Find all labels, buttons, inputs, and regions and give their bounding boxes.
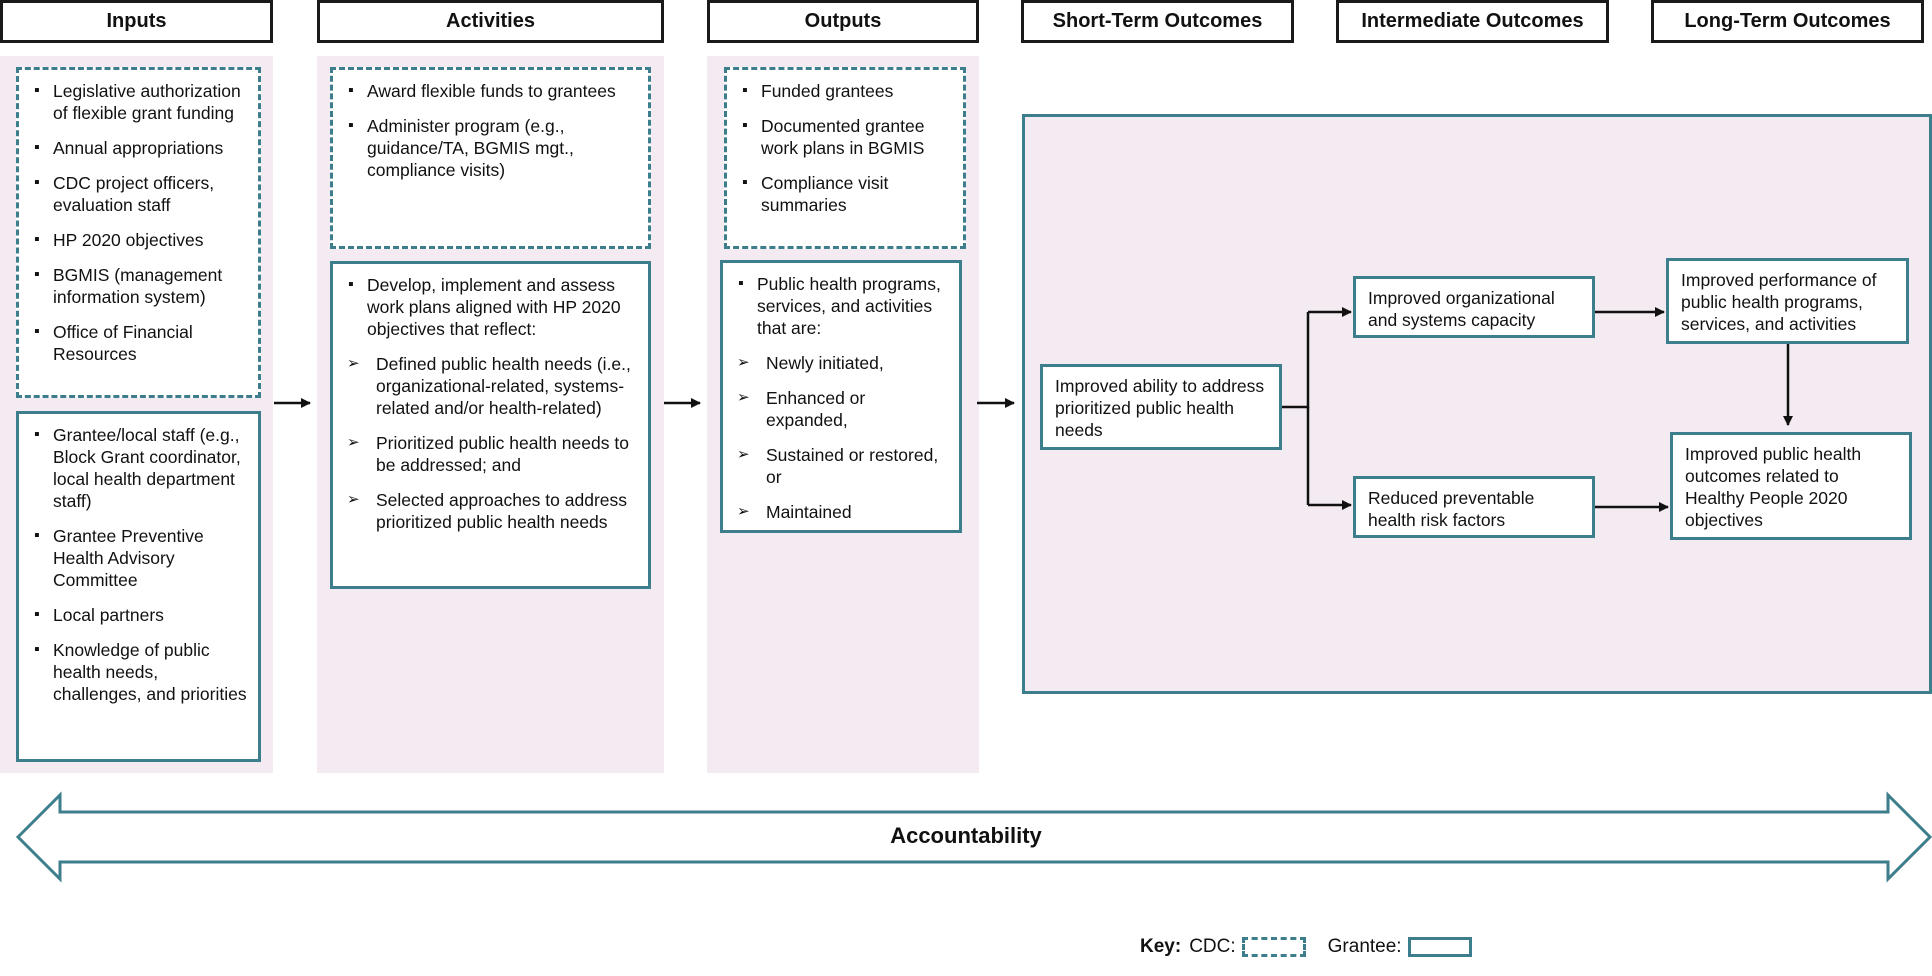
list-item: Award flexible funds to grantees — [333, 80, 638, 102]
list-item: Legislative authorization of flexible gr… — [19, 80, 248, 124]
list-item: Develop, implement and assess work plans… — [333, 274, 638, 340]
list-item: Defined public health needs (i.e., organ… — [333, 353, 638, 419]
list-item: Grantee Preventive Health Advisory Commi… — [19, 525, 248, 591]
header-long-term-outcomes: Long-Term Outcomes — [1651, 0, 1924, 43]
list-item: HP 2020 objectives — [19, 229, 248, 251]
list-item: Knowledge of public health needs, challe… — [19, 639, 248, 705]
list-item: Selected approaches to address prioritiz… — [333, 489, 638, 533]
list-item: Documented grantee work plans in BGMIS — [727, 115, 953, 159]
outputs-cdc-box: Funded grantees Documented grantee work … — [724, 67, 966, 249]
key-label: Key: — [1140, 936, 1182, 957]
list-item: Maintained — [723, 501, 949, 523]
header-outputs: Outputs — [707, 0, 979, 43]
key-grantee-swatch — [1407, 937, 1472, 957]
accountability-arrow — [15, 791, 1932, 883]
list-item: Enhanced or expanded, — [723, 387, 949, 431]
activities-grantee-box: Develop, implement and assess work plans… — [330, 261, 651, 589]
list-item: Administer program (e.g., guidance/TA, B… — [333, 115, 638, 181]
outputs-grantee-box: Public health programs, services, and ac… — [720, 260, 962, 533]
activities-cdc-box: Award flexible funds to grantees Adminis… — [330, 67, 651, 249]
key-grantee-label: Grantee: — [1327, 936, 1402, 957]
outcome-intermediate-capacity: Improved organizational and systems capa… — [1353, 276, 1595, 338]
list-item: Grantee/local staff (e.g., Block Grant c… — [19, 424, 248, 512]
outcome-long-term-performance: Improved performance of public health pr… — [1666, 258, 1909, 344]
list-item: Sustained or restored, or — [723, 444, 949, 488]
list-item: Funded grantees — [727, 80, 953, 102]
outcome-intermediate-risk: Reduced preventable health risk factors — [1353, 476, 1595, 538]
list-item: Office of Financial Resources — [19, 321, 248, 365]
accountability-label: Accountability — [890, 823, 1042, 848]
list-item: Local partners — [19, 604, 248, 626]
key-cdc-swatch — [1241, 937, 1306, 957]
key-cdc-label: CDC: — [1189, 936, 1236, 957]
inputs-cdc-box: Legislative authorization of flexible gr… — [16, 67, 261, 398]
list-item: Annual appropriations — [19, 137, 248, 159]
header-activities: Activities — [317, 0, 664, 43]
list-item: Prioritized public health needs to be ad… — [333, 432, 638, 476]
list-item: CDC project officers, evaluation staff — [19, 172, 248, 216]
legend-key: Key: CDC: Grantee: — [1140, 936, 1494, 958]
header-inputs: Inputs — [0, 0, 273, 43]
short-to-intermediate-connector — [1282, 312, 1310, 409]
list-item: Newly initiated, — [723, 352, 949, 374]
list-item: BGMIS (management information system) — [19, 264, 248, 308]
list-item: Public health programs, services, and ac… — [723, 273, 949, 339]
outcome-long-term-health: Improved public health outcomes related … — [1670, 432, 1912, 540]
header-intermediate-outcomes: Intermediate Outcomes — [1336, 0, 1609, 43]
outcome-short-term: Improved ability to address prioritized … — [1040, 364, 1282, 450]
inputs-grantee-box: Grantee/local staff (e.g., Block Grant c… — [16, 411, 261, 762]
header-short-term-outcomes: Short-Term Outcomes — [1021, 0, 1294, 43]
list-item: Compliance visit summaries — [727, 172, 953, 216]
